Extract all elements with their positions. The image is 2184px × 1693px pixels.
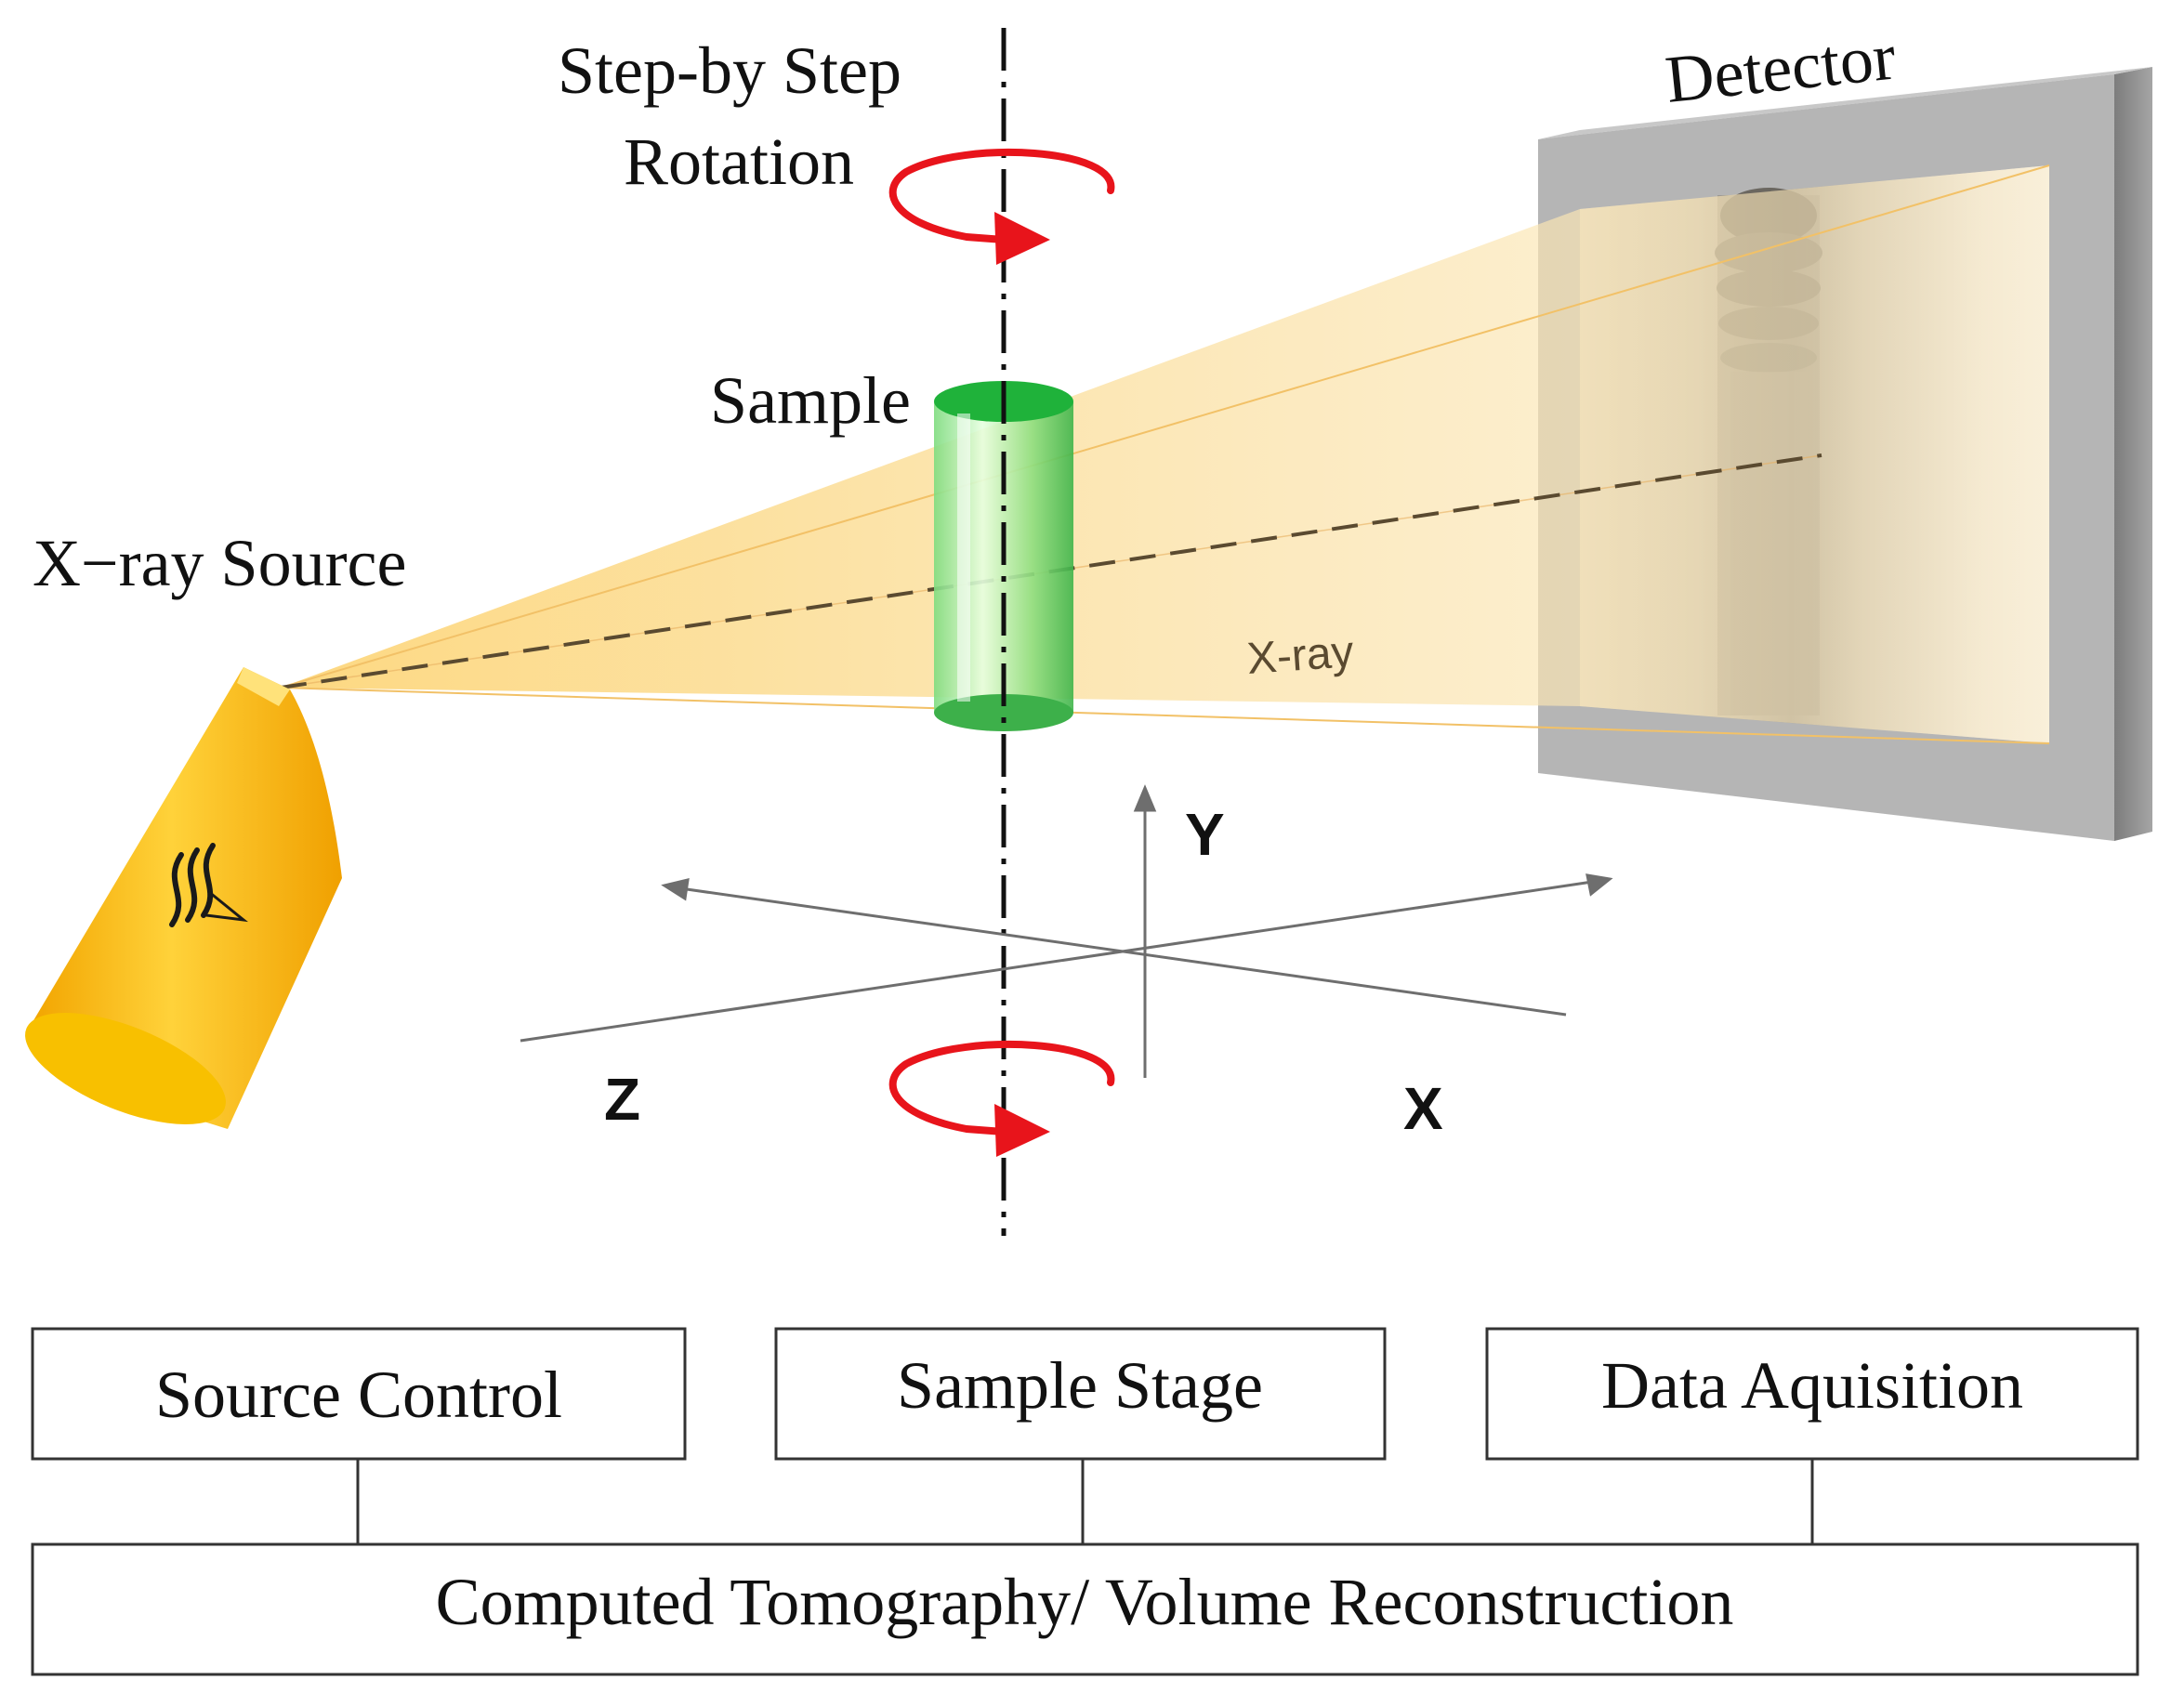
radiation-icon: [169, 843, 249, 927]
source-control-box: [31, 1327, 687, 1461]
rotation-label-line1: Step-by Step: [558, 33, 901, 108]
reconstruction-label: Computed Tomography/ Volume Reconstructi…: [436, 1565, 1734, 1639]
sample-stage-box: [774, 1327, 1387, 1461]
coordinate-axes: [520, 784, 1613, 1078]
rotation-arrow-bottom: [888, 1040, 1115, 1157]
xray-source: [25, 667, 342, 1129]
detector-frame-top: [1538, 67, 2152, 139]
sample-stage-label: Sample Stage: [897, 1348, 1263, 1423]
data-acquisition-label: Data Aquisition: [1601, 1348, 2023, 1423]
xray-source-label: X−ray Source: [33, 526, 406, 600]
axis-z-label: Z: [604, 1066, 640, 1133]
beam-edge-top: [280, 164, 2050, 689]
axis-x-label: X: [1403, 1075, 1443, 1142]
data-acquisition-box: [1485, 1327, 2139, 1461]
xray-beam: [281, 165, 2049, 743]
rotation-label-line2: Rotation: [624, 125, 854, 199]
detector-frame-side: [2114, 67, 2152, 841]
source-control-label: Source Control: [155, 1358, 562, 1432]
reconstruction-box: [31, 1542, 2139, 1676]
xray-label: X-ray: [1245, 627, 1355, 684]
beam-edge-bottom: [280, 687, 2050, 744]
axis-y-label: Y: [1185, 801, 1225, 868]
sample-label: Sample: [710, 363, 911, 438]
block-diagram: [31, 1327, 2139, 1676]
rotation-arrow-top: [888, 148, 1115, 265]
